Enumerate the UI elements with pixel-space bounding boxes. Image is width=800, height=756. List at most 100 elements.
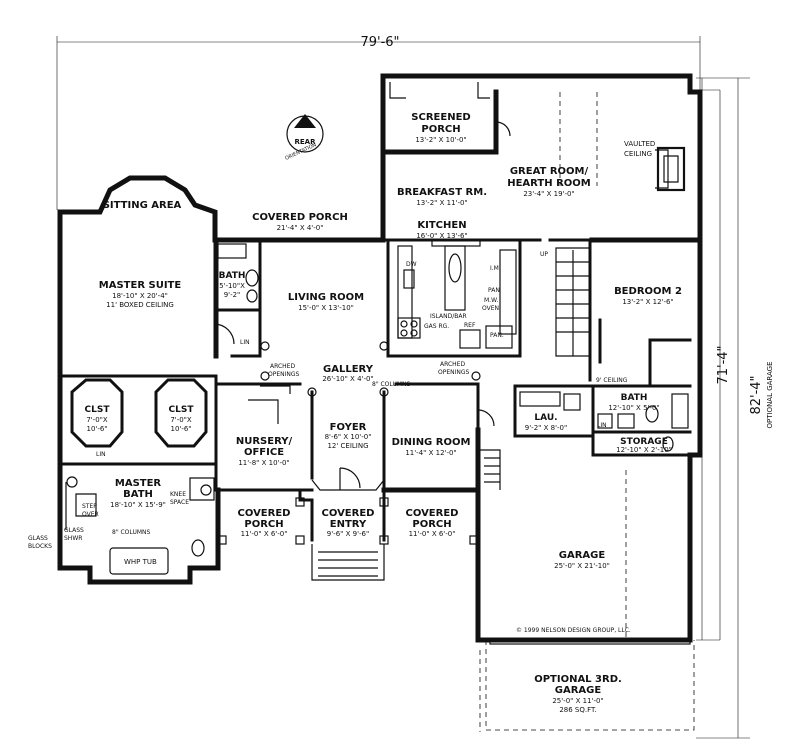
master-suite-size: 18'-10" X 20'-4" [112, 292, 168, 300]
closet-right-name: CLST [169, 405, 195, 415]
optional-garage-name-line2: GARAGE [555, 685, 602, 696]
bath-columns-label: 8" COLUMNS [112, 529, 150, 536]
covered-porch-left-size: 11'-0" X 6'-0" [241, 530, 288, 538]
copyright-label: © 1999 NELSON DESIGN GROUP, LLC. [516, 627, 631, 634]
front-porches [217, 449, 501, 581]
great-room-name-line1: GREAT ROOM/ [510, 166, 589, 177]
closet-left-name: CLST [85, 405, 111, 415]
storage-name: STORAGE [620, 437, 668, 447]
living-room-size: 15'-0" X 13'-10" [298, 304, 354, 312]
kitchen-name: KITCHEN [417, 220, 466, 231]
master-suite-note: 11' BOXED CEILING [106, 301, 174, 309]
nursery-name-line2: OFFICE [244, 447, 284, 458]
bath1-size-line1: 5'-10"X [219, 282, 245, 290]
laundry-size: 9'-2" X 8'-0" [525, 424, 567, 432]
optional-garage-size: 25'-0" X 11'-0" [552, 697, 603, 705]
interior-walls [58, 238, 692, 492]
great-room-size: 23'-4" X 19'-0" [523, 190, 574, 198]
bedroom2-name: BEDROOM 2 [614, 286, 682, 297]
linen-label-2: LIN [96, 451, 106, 458]
dining-room-size: 11'-4" X 12'-0" [405, 449, 456, 457]
great-room-note-line2: CEILING [624, 150, 652, 158]
closet-left-size-line2: 10'-6" [86, 425, 107, 433]
covered-porch-rear-name: COVERED PORCH [252, 212, 348, 223]
covered-porch-right-name-line2: PORCH [412, 519, 451, 530]
kitchen-size: 16'-0" X 13'-6" [416, 232, 467, 240]
master-bath-name-line1: MASTER [115, 478, 162, 489]
arched-openings-left-line1: ARCHED [270, 363, 295, 370]
garage-name: GARAGE [559, 550, 606, 561]
right-height-label: 71'-4" [716, 345, 731, 384]
glass-blocks-label-line1: GLASS [28, 535, 48, 542]
covered-porch-right-size: 11'-0" X 6'-0" [409, 530, 456, 538]
whirlpool-tub-label: WHP TUB [124, 558, 157, 566]
dishwasher-label: DW [406, 261, 417, 268]
garage-size: 25'-0" X 21'-10" [554, 562, 610, 570]
rear-details [65, 82, 695, 732]
microwave-label-line2: OVEN [482, 305, 499, 312]
knee-space-label-line2: SPACE [170, 499, 189, 506]
screened-porch-name-line2: PORCH [421, 124, 460, 135]
optional-garage-name-line1: OPTIONAL 3RD. [534, 674, 622, 685]
breakfast-name: BREAKFAST RM. [397, 187, 487, 198]
foyer-name: FOYER [330, 422, 367, 433]
closet-left-size-line1: 7'-0"X [86, 416, 108, 424]
knee-space-label-line1: KNEE [170, 491, 186, 498]
overall-width-label: 79'-6" [360, 35, 399, 50]
refrigerator-label: REF [464, 322, 476, 329]
bath1-size-line2: 9'-2" [224, 291, 241, 299]
glass-shower-label-line1: GLASS [64, 527, 84, 534]
nine-foot-ceiling-label: 9' CEILING [596, 377, 628, 384]
ice-maker-label: I.M. [490, 265, 501, 272]
covered-porch-left-name-line2: PORCH [244, 519, 283, 530]
pantry-label-2: PAN. [490, 332, 504, 339]
optional-garage-dimension-label: OPTIONAL GARAGE [766, 361, 774, 428]
fixture-labels: DW I.M. PAN M.W. OVEN ISLAND/BAR GAS RG.… [28, 251, 631, 634]
nursery-name-line1: NURSERY/ [236, 436, 293, 447]
covered-porch-left-name-line1: COVERED [238, 508, 291, 519]
pantry-label-1: PAN [488, 287, 500, 294]
glass-blocks-label-line2: BLOCKS [28, 543, 52, 550]
living-room-name: LIVING ROOM [288, 292, 364, 303]
covered-entry-name-line2: ENTRY [330, 519, 367, 530]
master-bath-name-line2: BATH [123, 489, 153, 500]
orientation-label: REAR [295, 138, 317, 146]
foyer-note: 12' CEILING [327, 442, 368, 450]
linen-label-1: LIN [240, 339, 250, 346]
step-over-label-line1: STEP [82, 503, 97, 510]
bath2-size: 12'-10" X 5'-0" [608, 404, 659, 412]
arched-openings-left-line2: OPENINGS [268, 371, 300, 378]
covered-entry-size: 9'-6" X 9'-6" [327, 530, 369, 538]
bedroom2-size: 13'-2" X 12'-6" [622, 298, 673, 306]
master-suite-name: MASTER SUITE [99, 280, 182, 291]
total-height-label: 82'-4" [749, 375, 764, 414]
screened-porch-name-line1: SCREENED [411, 112, 470, 123]
great-room-name-line2: HEARTH ROOM [507, 178, 591, 189]
foyer-size: 8'-6" X 10'-0" [325, 433, 372, 441]
covered-entry-name-line1: COVERED [322, 508, 375, 519]
sitting-area-name: SITTING AREA [103, 200, 182, 211]
master-bath-size: 18'-10" X 15'-9" [110, 501, 166, 509]
microwave-label-line1: M.W. [484, 297, 498, 304]
great-room-note-line1: VAULTED [624, 140, 655, 148]
glass-shower-label-line2: SHWR [64, 535, 82, 542]
laundry-name: LAU. [534, 413, 557, 423]
nursery-size: 11'-8" X 10'-0" [238, 459, 289, 467]
gallery-size: 26'-10" X 4'-0" [322, 375, 373, 383]
optional-garage-area: 286 SQ.FT. [559, 706, 596, 714]
closet-right-size-line1: 7'-0"X [170, 416, 192, 424]
breakfast-size: 13'-2" X 11'-0" [416, 199, 467, 207]
bath2-name: BATH [621, 393, 648, 403]
gas-range-label: GAS RG. [424, 323, 449, 330]
orientation-compass-icon: REAR ORIENTATION [284, 114, 324, 162]
island-label: ISLAND/BAR [430, 313, 467, 320]
room-labels: SCREENED PORCH 13'-2" X 10'-0" GREAT ROO… [85, 112, 682, 714]
dining-room-name: DINING ROOM [392, 437, 471, 448]
storage-size: 12'-10" X 2'-10" [616, 446, 672, 454]
arched-openings-right-line2: OPENINGS [438, 369, 470, 376]
linen-label-3: LIN [597, 422, 607, 429]
gallery-name: GALLERY [323, 364, 374, 375]
bath1-name: BATH [219, 271, 246, 281]
